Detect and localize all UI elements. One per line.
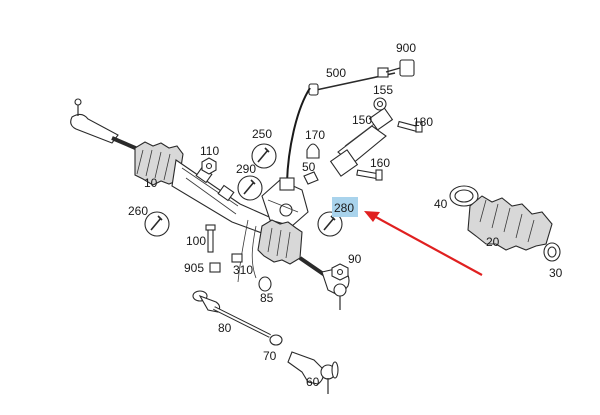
label-60: 60 bbox=[306, 375, 320, 389]
part-905-clip[interactable] bbox=[209, 262, 221, 273]
label-260: 260 bbox=[128, 204, 148, 218]
label-85: 85 bbox=[260, 291, 274, 305]
label-905: 905 bbox=[184, 261, 204, 275]
label-50: 50 bbox=[302, 160, 316, 174]
hose-line-2 bbox=[251, 225, 257, 279]
part-60-outer-tie-rod-end[interactable] bbox=[287, 351, 339, 394]
part-85-cap[interactable] bbox=[258, 276, 272, 292]
label-170: 170 bbox=[305, 128, 325, 142]
part-900-connector[interactable] bbox=[385, 59, 415, 77]
label-250: 250 bbox=[252, 127, 272, 141]
label-30: 30 bbox=[549, 266, 563, 280]
part-50-bracket[interactable] bbox=[303, 171, 319, 185]
label-900: 900 bbox=[396, 41, 416, 55]
pointer-arrow-500 bbox=[286, 87, 311, 183]
part-160-bolt[interactable] bbox=[356, 169, 383, 181]
part-280-wrench-symbol[interactable] bbox=[317, 211, 343, 237]
part-155-nut[interactable] bbox=[373, 97, 387, 111]
part-90-nut[interactable] bbox=[331, 263, 349, 281]
label-290: 290 bbox=[236, 162, 256, 176]
label-90: 90 bbox=[348, 252, 362, 266]
label-280[interactable]: 280 bbox=[334, 201, 354, 215]
part-70-nut[interactable] bbox=[269, 334, 283, 346]
label-20: 20 bbox=[486, 235, 500, 249]
label-40: 40 bbox=[434, 197, 448, 211]
part-150-intermediate-shaft[interactable] bbox=[329, 107, 394, 177]
label-100: 100 bbox=[186, 234, 206, 248]
part-40-clamp[interactable] bbox=[449, 185, 479, 207]
label-10: 10 bbox=[144, 176, 158, 190]
label-310: 310 bbox=[233, 263, 253, 277]
part-170-clip[interactable] bbox=[306, 143, 320, 159]
part-30-clamp[interactable] bbox=[543, 242, 561, 262]
hose-line bbox=[237, 219, 249, 283]
label-110: 110 bbox=[200, 144, 219, 158]
part-20-bellows-boot[interactable] bbox=[467, 195, 553, 251]
part-250-wrench-symbol[interactable] bbox=[251, 143, 277, 169]
label-80: 80 bbox=[218, 321, 232, 335]
label-150: 150 bbox=[352, 113, 372, 127]
part-310-clip[interactable] bbox=[231, 253, 243, 263]
part-180-bolt[interactable] bbox=[397, 120, 423, 133]
part-100-bolt[interactable] bbox=[205, 224, 216, 253]
part-80-inner-tie-rod[interactable] bbox=[192, 290, 271, 338]
part-260-wrench-symbol[interactable] bbox=[144, 211, 170, 237]
label-160: 160 bbox=[370, 156, 390, 170]
label-280-highlight bbox=[332, 197, 358, 217]
part-110-nut[interactable] bbox=[201, 157, 217, 175]
label-180: 180 bbox=[413, 115, 433, 129]
part-500-sensor-cable[interactable] bbox=[308, 67, 396, 96]
label-155: 155 bbox=[373, 83, 393, 97]
label-70: 70 bbox=[263, 349, 277, 363]
red-pointer-arrow bbox=[364, 211, 483, 276]
label-500: 500 bbox=[326, 66, 346, 80]
part-290-wrench-symbol[interactable] bbox=[237, 175, 263, 201]
